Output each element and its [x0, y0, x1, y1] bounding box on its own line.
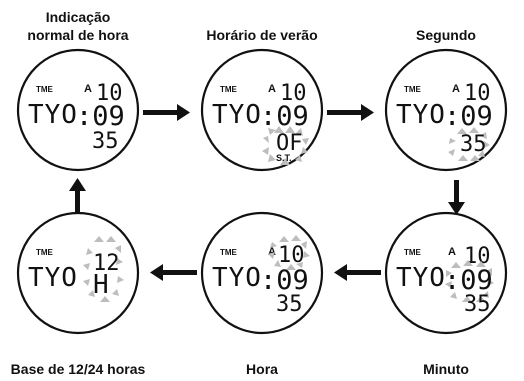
watch-face-12-24: TME 12 TYO H	[16, 211, 140, 335]
a-label: A	[268, 83, 276, 95]
label-base: Base de 12/24 horas	[11, 361, 146, 377]
second-display: 35	[276, 292, 303, 317]
blink-markers	[445, 260, 494, 302]
dial-outline	[200, 48, 324, 172]
minute-display: :09	[260, 101, 309, 132]
label-normal-line2: normal de hora	[27, 27, 128, 43]
blink-markers	[448, 127, 490, 161]
a-label: A	[448, 246, 456, 258]
watch-face-normal: TME A 10 TYO :09 35	[16, 48, 140, 172]
blink-markers	[83, 236, 124, 302]
mode-12-display: 12	[93, 251, 120, 276]
minute-display: :09	[444, 101, 493, 132]
arrow-minute-to-hour	[334, 264, 381, 281]
label-dst: Horário de verão	[206, 27, 317, 43]
tme-label: TME	[36, 85, 54, 94]
mode-h-display: H	[93, 270, 109, 300]
second-display: 35	[92, 129, 119, 154]
watch-face-second: TME A 10 TYO :09 35	[384, 48, 508, 172]
label-second: Segundo	[416, 27, 476, 43]
arrow-second-to-minute	[448, 180, 465, 215]
hour-display: 10	[96, 81, 123, 106]
tme-label: TME	[220, 85, 238, 94]
city-display: TYO	[28, 263, 78, 293]
dst-caption: S.T.	[276, 153, 292, 163]
dial-outline	[384, 48, 508, 172]
a-label: A	[84, 83, 92, 95]
tme-label: TME	[36, 248, 54, 257]
blink-markers	[262, 126, 309, 165]
minute-display: :09	[260, 265, 309, 296]
hour-display: 10	[280, 81, 307, 106]
label-minute: Minuto	[423, 361, 469, 377]
city-display: TYO	[396, 263, 446, 293]
arrow-dst-to-second	[327, 104, 374, 121]
city-display: TYO	[212, 263, 262, 293]
watch-face-hour: TME A 10 TYO :09 35	[200, 211, 324, 335]
city-display: TYO	[28, 100, 78, 130]
tme-label: TME	[220, 248, 238, 257]
a-label: A	[268, 246, 276, 258]
hour-display: 10	[464, 81, 491, 106]
tme-label: TME	[404, 248, 422, 257]
dst-display: OF	[276, 131, 303, 156]
watch-face-minute: TME A 10 TYO :09 35	[384, 211, 508, 335]
city-display: TYO	[396, 100, 446, 130]
arrow-base-to-normal	[69, 178, 86, 213]
second-display: 35	[460, 132, 487, 157]
arrow-hour-to-base	[150, 264, 197, 281]
city-display: TYO	[212, 100, 262, 130]
minute-display: :09	[76, 101, 125, 132]
a-label: A	[452, 83, 460, 95]
arrow-normal-to-dst	[143, 104, 190, 121]
tme-label: TME	[404, 85, 422, 94]
label-hour: Hora	[246, 361, 278, 377]
dial-outline	[16, 48, 140, 172]
blink-markers	[268, 235, 310, 270]
label-normal-line1: Indicação	[46, 9, 111, 25]
minute-display: :09	[444, 265, 493, 296]
hour-display: 10	[278, 243, 305, 268]
second-display: 35	[464, 292, 491, 317]
watch-face-dst: TME A 10 TYO :09 OF S.T.	[200, 48, 324, 172]
dial-outline	[200, 211, 324, 335]
